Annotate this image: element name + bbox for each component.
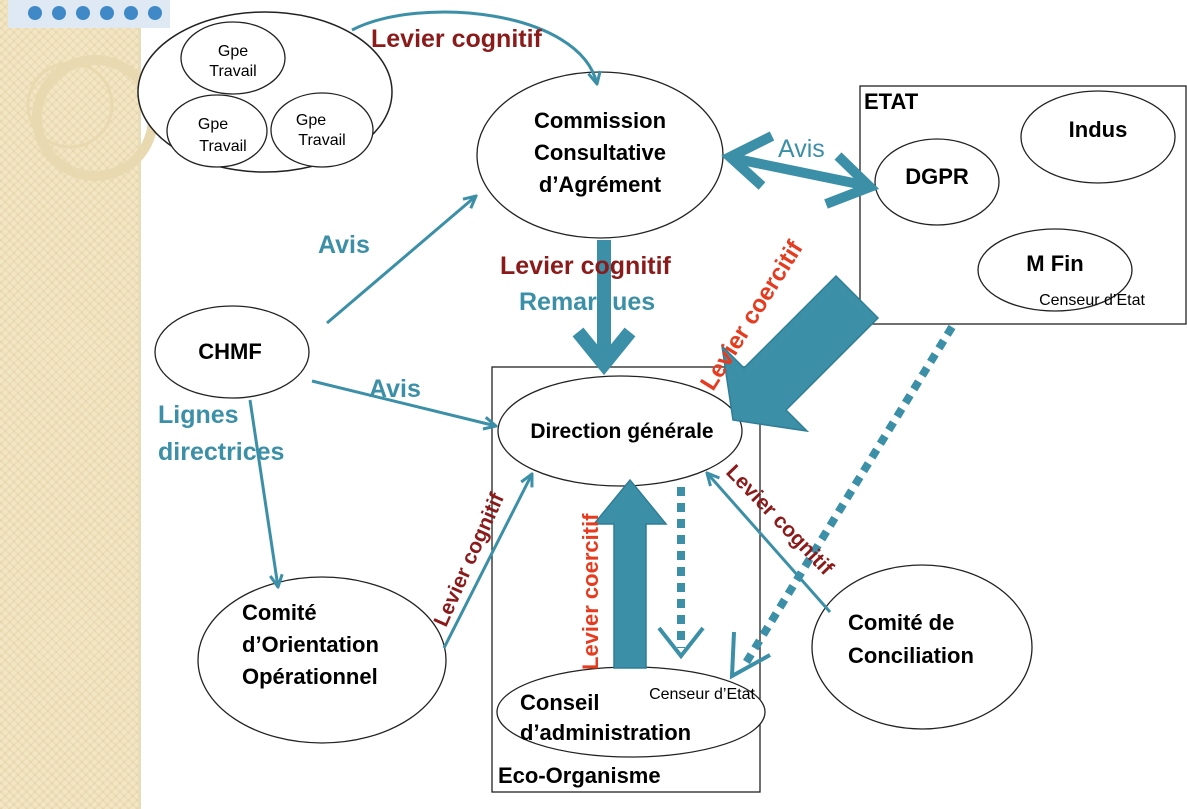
label-directrices: directrices: [158, 438, 284, 466]
direction-generale-node: [497, 375, 743, 487]
mfin-label: M Fin: [1026, 251, 1083, 276]
gpe-travail-node-2: [166, 94, 268, 168]
label-remarques: Remarques: [519, 288, 655, 316]
chmf-label: CHMF: [198, 339, 262, 364]
gpe-travail-2-line2: Travail: [199, 138, 246, 155]
label-lignes: Lignes: [158, 401, 239, 429]
block-arrow-etat-to-direction: [720, 274, 880, 433]
label-avis-chmf-direction: Avis: [369, 375, 421, 403]
gpe-travail-node-3: [270, 92, 374, 168]
logo-thumbnail: [8, 0, 170, 28]
arrow-chmf-to-commission: [326, 196, 476, 325]
sidebar-border: [138, 0, 141, 809]
slide-sidebar: [0, 0, 138, 809]
indus-node: [1020, 90, 1176, 184]
dgpr-label: DGPR: [905, 164, 969, 189]
arrow-chmf-to-orientation: [248, 399, 278, 587]
label-levier-cognitif-orientation: Levier cognitif: [430, 489, 510, 630]
comite-orientation-line2: d’Orientation: [242, 632, 379, 657]
gpe-travail-1-line2: Travail: [209, 63, 256, 80]
label-levier-cognitif-top: Levier cognitif: [371, 25, 543, 53]
arrow-commission-to-direction: [572, 240, 636, 376]
arrow-gpe-to-commission: [351, 10, 597, 84]
dotted-arrow-etat-to-conseil: [729, 324, 956, 680]
commission-line3: d’Agrément: [539, 172, 662, 197]
comite-conciliation-line2: Conciliation: [848, 643, 974, 668]
gpe-travail-1-line1: Gpe: [218, 43, 248, 60]
comite-conciliation-line1: Comité de: [848, 610, 954, 635]
label-avis-chmf-commission: Avis: [318, 231, 370, 259]
comite-orientation-line3: Opérationnel: [242, 664, 378, 689]
comite-conciliation-node: [811, 564, 1033, 730]
label-levier-coercitif-conseil: Levier coercitif: [578, 513, 603, 670]
commission-line2: Consultative: [534, 140, 666, 165]
gpe-travail-node-1: [180, 21, 286, 95]
dotted-arrow-direction-to-conseil: [657, 487, 705, 660]
commission-line1: Commission: [534, 108, 666, 133]
gpe-travail-3-line1: Gpe: [296, 112, 326, 129]
etat-label: ETAT: [864, 89, 919, 114]
eco-organisme-box: [491, 366, 761, 793]
direction-generale-label: Direction générale: [530, 420, 713, 443]
conseil-line1: Conseil: [520, 690, 599, 715]
double-arrow-commission-dgpr: [721, 131, 880, 209]
gpe-travail-2-line1: Gpe: [198, 116, 228, 133]
eco-organisme-label: Eco-Organisme: [498, 763, 661, 788]
comite-orientation-line1: Comité: [242, 600, 317, 625]
conseil-line2: d’administration: [520, 720, 691, 745]
label-levier-cognitif-conciliation: Levier cognitif: [721, 460, 838, 580]
censeur-etat-label-1: Censeur d’Etat: [1039, 292, 1145, 309]
label-levier-cognitif-mid: Levier cognitif: [500, 252, 672, 280]
dgpr-node: [874, 138, 1000, 226]
comite-orientation-node: [197, 576, 447, 744]
censeur-etat-label-2: Censeur d’Etat: [649, 686, 755, 703]
sidebar-decoration: [26, 55, 158, 181]
gpe-travail-3-line2: Travail: [298, 132, 345, 149]
indus-label: Indus: [1069, 117, 1128, 142]
chmf-node: [154, 305, 310, 399]
arrow-chmf-to-direction: [311, 379, 496, 426]
label-avis-commission-etat: Avis: [778, 135, 825, 163]
arrow-orientation-to-direction: [442, 474, 532, 649]
block-arrow-conseil-to-direction: [592, 478, 668, 669]
mfin-node: [977, 228, 1133, 312]
arrow-conciliation-to-direction: [707, 473, 832, 613]
